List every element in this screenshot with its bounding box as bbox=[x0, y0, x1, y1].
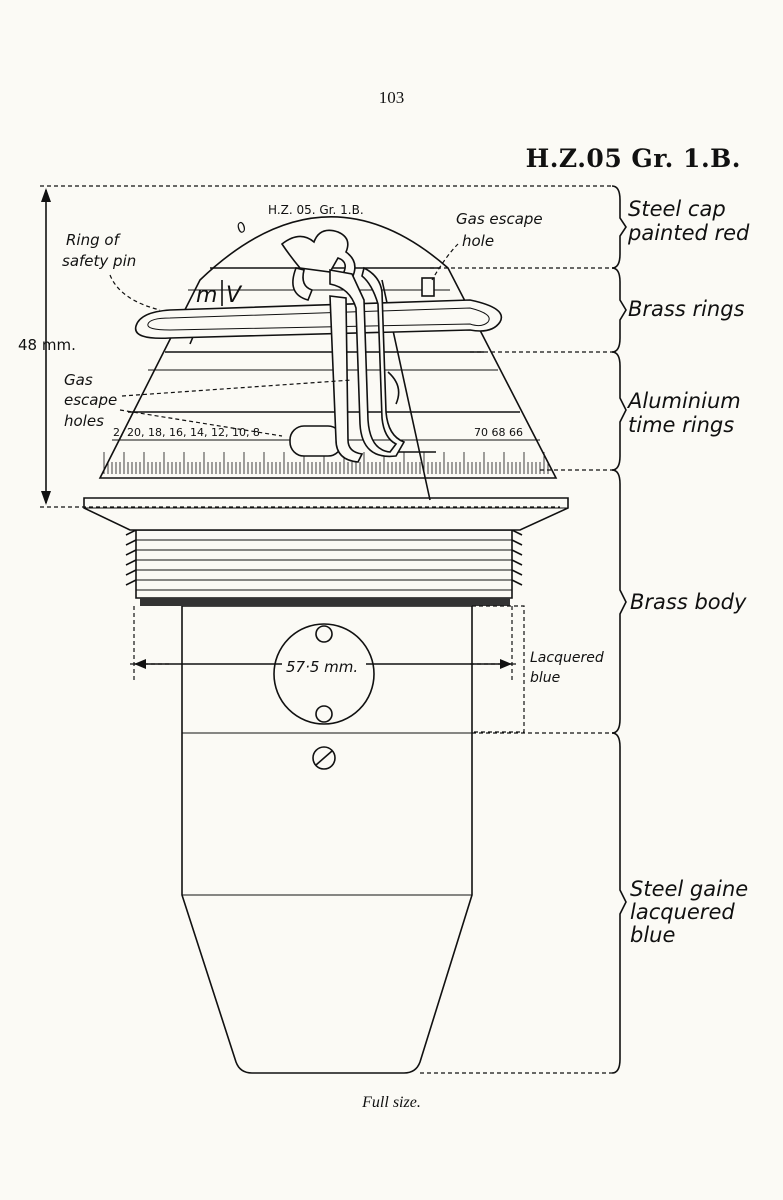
gas-escape-hole-oval bbox=[289, 425, 343, 457]
gas-escape-hole-upper bbox=[421, 277, 435, 297]
label-lacquered-blue: Lacquered blue bbox=[530, 650, 608, 686]
section-brackets bbox=[420, 185, 627, 1074]
label-brass-rings: Brass rings bbox=[628, 297, 745, 321]
label-brass-body: Brass body bbox=[630, 590, 747, 614]
height-dimension bbox=[40, 185, 612, 508]
inspection-plate bbox=[273, 623, 375, 725]
height-dimension-label: 48 mm. bbox=[18, 336, 76, 354]
fuse-cone bbox=[98, 216, 558, 479]
safety-pin-ring bbox=[134, 299, 503, 340]
label-gas-escape-holes: Gas escape holes bbox=[64, 371, 122, 430]
width-dimension bbox=[133, 606, 513, 680]
scale-right-numbers: 70 68 66 bbox=[474, 426, 523, 439]
fuse-title: H.Z.05 Gr. 1.B. bbox=[525, 144, 741, 173]
cap-zero-mark: 0 bbox=[234, 219, 250, 237]
figure-caption: Full size. bbox=[362, 1094, 421, 1111]
label-aluminium-time-rings: Aluminium time rings bbox=[626, 389, 747, 437]
label-ring-of-safety-pin: Ring of safety pin bbox=[62, 231, 136, 270]
label-gas-escape-hole: Gas escape hole bbox=[456, 210, 547, 250]
cap-stamp: H.Z. 05. Gr. 1.B. bbox=[268, 203, 364, 217]
label-steel-gaine: Steel gaine lacquered blue bbox=[630, 877, 755, 947]
steel-gaine bbox=[181, 605, 473, 1074]
ring-mark-m: m bbox=[196, 283, 217, 308]
set-screw bbox=[312, 746, 336, 770]
page-number: 103 bbox=[378, 88, 405, 107]
ring-mark-v: V bbox=[226, 283, 243, 308]
lacquered-blue-bracket bbox=[472, 605, 525, 733]
label-steel-cap: Steel cap painted red bbox=[627, 197, 750, 245]
flange bbox=[83, 497, 569, 531]
safety-pin bbox=[280, 229, 406, 463]
scale-left-numbers: 2, 20, 18, 16, 14, 12, 10, 8 bbox=[113, 426, 260, 439]
width-dimension-label: 57·5 mm. bbox=[286, 658, 358, 676]
brass-body-thread bbox=[125, 529, 523, 606]
time-scale-ticks bbox=[103, 452, 549, 474]
gas-escape-hole-side bbox=[387, 371, 400, 405]
